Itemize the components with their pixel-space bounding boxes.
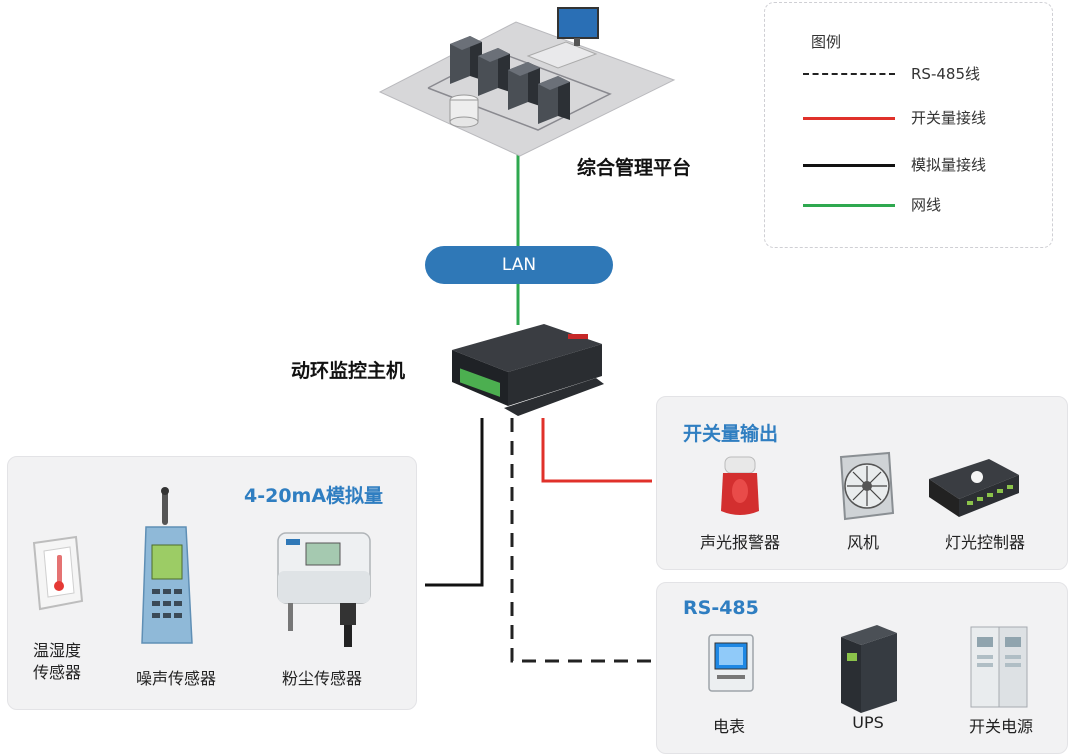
analog-panel: 4-20mA模拟量 温湿度 传感器 噪声传感器 粉尘传感器 xyxy=(7,456,417,710)
device-label-line2: 传感器 xyxy=(32,663,81,682)
legend-line-dashed xyxy=(803,73,895,75)
noise-meter-icon xyxy=(141,487,193,644)
switch-output-title: 开关量输出 xyxy=(683,423,779,445)
legend-item-switch: 开关量接线 xyxy=(765,107,1052,129)
power-meter-icon xyxy=(708,634,754,692)
legend-label: 网线 xyxy=(911,196,942,214)
legend-label: 开关量接线 xyxy=(911,109,987,127)
rs485-line xyxy=(510,418,652,663)
legend-item-network: 网线 xyxy=(765,194,1052,216)
device-label: 噪声传感器 xyxy=(135,669,216,688)
ups-icon xyxy=(841,625,897,713)
lan-node: LAN xyxy=(425,246,613,284)
device-label: 电表 xyxy=(712,717,745,736)
fan-icon xyxy=(839,451,895,521)
platform-title: 综合管理平台 xyxy=(577,157,692,179)
power-supply-cabinet-icon xyxy=(970,626,1028,708)
legend-label: 模拟量接线 xyxy=(911,156,987,174)
legend-line-red xyxy=(803,117,895,120)
device-label: 风机 xyxy=(846,533,879,552)
switch-line xyxy=(541,418,652,483)
thermometer-icon xyxy=(32,535,84,611)
host-title: 动环监控主机 xyxy=(291,360,406,382)
device-label: UPS xyxy=(852,713,884,732)
rs485-title: RS-485 xyxy=(683,597,759,619)
legend-box: 图例 RS-485线 开关量接线 模拟量接线 网线 xyxy=(764,2,1053,248)
alarm-light-icon xyxy=(721,456,759,515)
rs485-panel: RS-485 电表 UPS 开关电源 xyxy=(656,582,1068,754)
server-platform-icon xyxy=(378,7,676,157)
legend-line-green xyxy=(803,204,895,207)
analog-line xyxy=(425,418,484,587)
dust-sensor-icon xyxy=(277,532,371,647)
legend-label: RS-485线 xyxy=(911,65,980,83)
switch-output-panel: 开关量输出 声光报警器 风机 灯光控制器 xyxy=(656,396,1068,570)
device-label: 灯光控制器 xyxy=(944,533,1025,552)
device-label: 开关电源 xyxy=(968,717,1033,736)
device-label-line1: 温湿度 xyxy=(32,641,81,660)
legend-title: 图例 xyxy=(811,33,842,51)
analog-title: 4-20mA模拟量 xyxy=(244,485,384,507)
legend-line-black xyxy=(803,164,895,167)
device-label: 声光报警器 xyxy=(699,533,780,552)
legend-item-rs485: RS-485线 xyxy=(765,63,1052,85)
monitoring-host-icon xyxy=(452,324,604,416)
light-controller-icon xyxy=(929,459,1019,517)
legend-item-analog: 模拟量接线 xyxy=(765,154,1052,176)
device-label: 粉尘传感器 xyxy=(281,669,362,688)
